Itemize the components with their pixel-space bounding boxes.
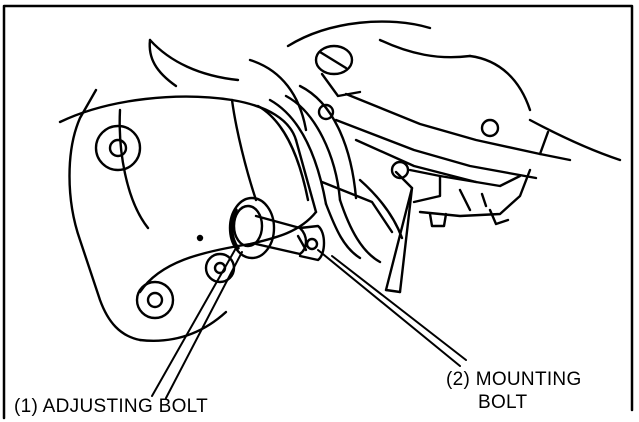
adjusting-bolt-label: (1) ADJUSTING BOLT bbox=[14, 396, 209, 417]
mounting-bolt-leader-2 bbox=[331, 255, 467, 361]
adjusting-bolt-assembly bbox=[228, 196, 326, 262]
linkage-rods bbox=[256, 84, 404, 264]
control-rod bbox=[384, 170, 414, 294]
adjusting-bolt-leader-2 bbox=[165, 251, 243, 399]
left-bracket bbox=[68, 88, 236, 342]
leader-lines bbox=[151, 247, 467, 399]
carburetor-block bbox=[317, 92, 622, 228]
adjusting-bolt-leader bbox=[151, 247, 237, 397]
mounting-bolt-label: (2) MOUNTING bbox=[446, 369, 582, 390]
mounting-bolt-leader bbox=[317, 249, 461, 367]
mounting-bolt-label-line2: BOLT bbox=[478, 392, 528, 413]
upper-mount-boss bbox=[314, 38, 532, 112]
diagram-border bbox=[2, 4, 634, 420]
